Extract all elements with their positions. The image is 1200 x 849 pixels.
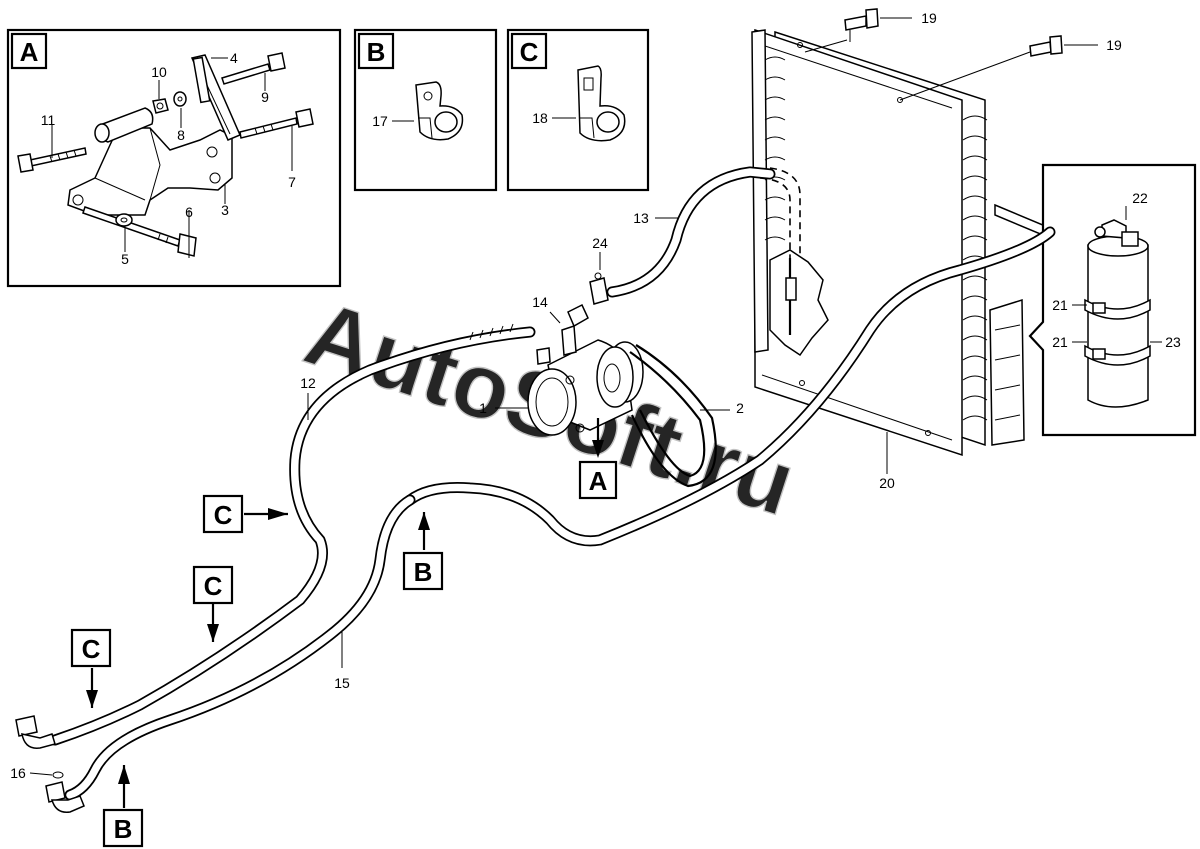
hose-13 [606, 166, 801, 298]
end-fitting-upper [15, 715, 56, 749]
label-20: 20 [879, 475, 895, 491]
service-valve-24 [589, 272, 609, 305]
bolt-19-right [1029, 35, 1063, 57]
label-17: 17 [372, 113, 388, 129]
callout-c-upper-left: C [192, 565, 234, 642]
callout-c-upper-left-tag: C [204, 571, 223, 601]
bolt-6 [82, 206, 197, 257]
label-24: 24 [592, 235, 608, 251]
label-16: 16 [10, 765, 26, 781]
label-6: 6 [185, 204, 193, 220]
label-10: 10 [151, 64, 167, 80]
label-14: 14 [532, 294, 548, 310]
receiver-drier-detail: 22 21 21 23 [1028, 163, 1197, 437]
label-3: 3 [221, 202, 229, 218]
washer-8 [173, 91, 187, 107]
detail-box-b-tag: B [367, 37, 386, 67]
label-5: 5 [121, 251, 129, 267]
hose-12 [49, 323, 536, 746]
label-22: 22 [1132, 190, 1148, 206]
detail-box-b: B 17 [353, 28, 498, 192]
o-ring-16 [52, 771, 64, 779]
condenser-fins [764, 56, 988, 421]
label-4: 4 [230, 50, 238, 66]
compressor [527, 324, 644, 436]
label-23: 23 [1165, 334, 1181, 350]
label-12: 12 [300, 375, 316, 391]
callout-c-mid: C [202, 494, 288, 534]
bolt-9 [221, 52, 286, 85]
label-9: 9 [261, 89, 269, 105]
hose-15 [64, 494, 416, 801]
bolt-7 [239, 108, 314, 139]
detail-box-a-tag: A [20, 37, 39, 67]
label-7: 7 [288, 174, 296, 190]
callout-c-lower-left: C [70, 628, 112, 708]
label-11: 11 [41, 112, 56, 128]
label-13: 13 [633, 210, 649, 226]
callout-b-lower: B [102, 765, 144, 848]
label-19-b: 19 [1106, 37, 1122, 53]
callout-b-upper: B [402, 512, 444, 591]
label-19-a: 19 [921, 10, 937, 26]
detail-box-a: A [6, 28, 342, 288]
detail-box-c-tag: C [520, 37, 539, 67]
callout-c-lower-left-tag: C [82, 634, 101, 664]
label-21-a: 21 [1052, 297, 1068, 313]
bolt-11 [17, 147, 87, 173]
hose-20 [404, 226, 1056, 547]
detail-box-c: C 18 [506, 28, 650, 192]
label-18: 18 [532, 110, 548, 126]
end-fitting-lower [45, 781, 85, 813]
bolt-19-left [844, 8, 879, 42]
spacer [94, 107, 154, 143]
label-1: 1 [479, 400, 487, 416]
callout-b-upper-tag: B [414, 557, 433, 587]
receiver-drier [1084, 219, 1151, 408]
fitting-14 [567, 303, 589, 328]
clamp-18 [577, 65, 626, 142]
clamp-17 [415, 81, 464, 141]
label-8: 8 [177, 127, 185, 143]
washer-5 [115, 213, 133, 227]
nut-10 [152, 98, 169, 114]
callout-c-mid-tag: C [214, 500, 233, 530]
callout-a-tag: A [589, 466, 608, 496]
callout-b-lower-tag: B [114, 814, 133, 844]
callout-a: A [578, 418, 618, 500]
label-2: 2 [736, 400, 744, 416]
condenser [751, 28, 1051, 457]
label-15: 15 [334, 675, 350, 691]
label-21-b: 21 [1052, 334, 1068, 350]
drive-belt [629, 344, 717, 488]
